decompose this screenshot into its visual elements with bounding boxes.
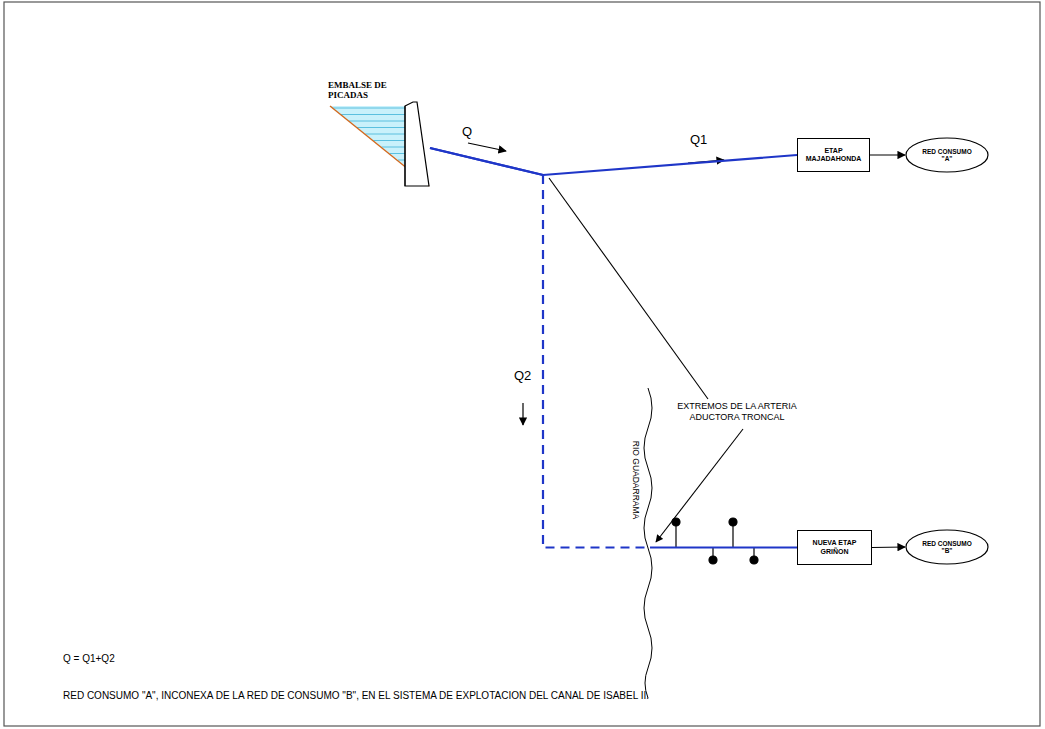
connector-path xyxy=(543,175,650,548)
node-label: RED CONSUMO "B" xyxy=(916,540,978,555)
connector-path xyxy=(870,154,905,155)
flow-label: Q1 xyxy=(690,132,707,147)
flow-arrow xyxy=(468,143,506,151)
connector-path xyxy=(430,148,797,175)
valve-symbols xyxy=(672,518,758,564)
flow-label: Q xyxy=(462,124,472,139)
flow-arrow xyxy=(522,403,523,425)
connector-path xyxy=(430,148,543,175)
river-name: RIO GUADARRAMA xyxy=(631,439,641,521)
node-label: ETAP MAJADAHONDA xyxy=(802,147,865,163)
reservoir: EMBALSE DE PICADAS xyxy=(322,78,430,188)
reservoir-name: EMBALSE DE PICADAS xyxy=(328,78,406,101)
frame xyxy=(4,2,1040,726)
treatment-plant-box: ETAP MAJADAHONDA xyxy=(797,138,870,172)
river-line xyxy=(644,388,652,698)
treatment-plant-box: NUEVA ETAP GRIÑON xyxy=(797,530,872,565)
network-ellipse: RED CONSUMO "B" xyxy=(905,529,989,565)
flow-label: Q2 xyxy=(514,368,531,383)
pipe-connector xyxy=(430,148,797,548)
node-label: NUEVA ETAP GRIÑON xyxy=(802,539,867,555)
caption: RED CONSUMO "A", INCONEXA DE LA RED DE C… xyxy=(63,690,649,701)
leader-line xyxy=(656,429,743,542)
pipe-connector xyxy=(430,148,797,175)
pipe-connector xyxy=(872,547,905,549)
pipe-connector xyxy=(870,155,905,156)
callout-text: EXTREMOS DE LA ARTERIA ADUCTORA TRONCAL xyxy=(672,401,802,424)
network-ellipse: RED CONSUMO "A" xyxy=(905,137,989,173)
formula-note: Q = Q1+Q2 xyxy=(63,653,115,664)
node-label: RED CONSUMO "A" xyxy=(916,148,978,163)
connector-path xyxy=(872,546,905,548)
leader-line xyxy=(549,178,708,399)
connector-path xyxy=(650,546,797,548)
